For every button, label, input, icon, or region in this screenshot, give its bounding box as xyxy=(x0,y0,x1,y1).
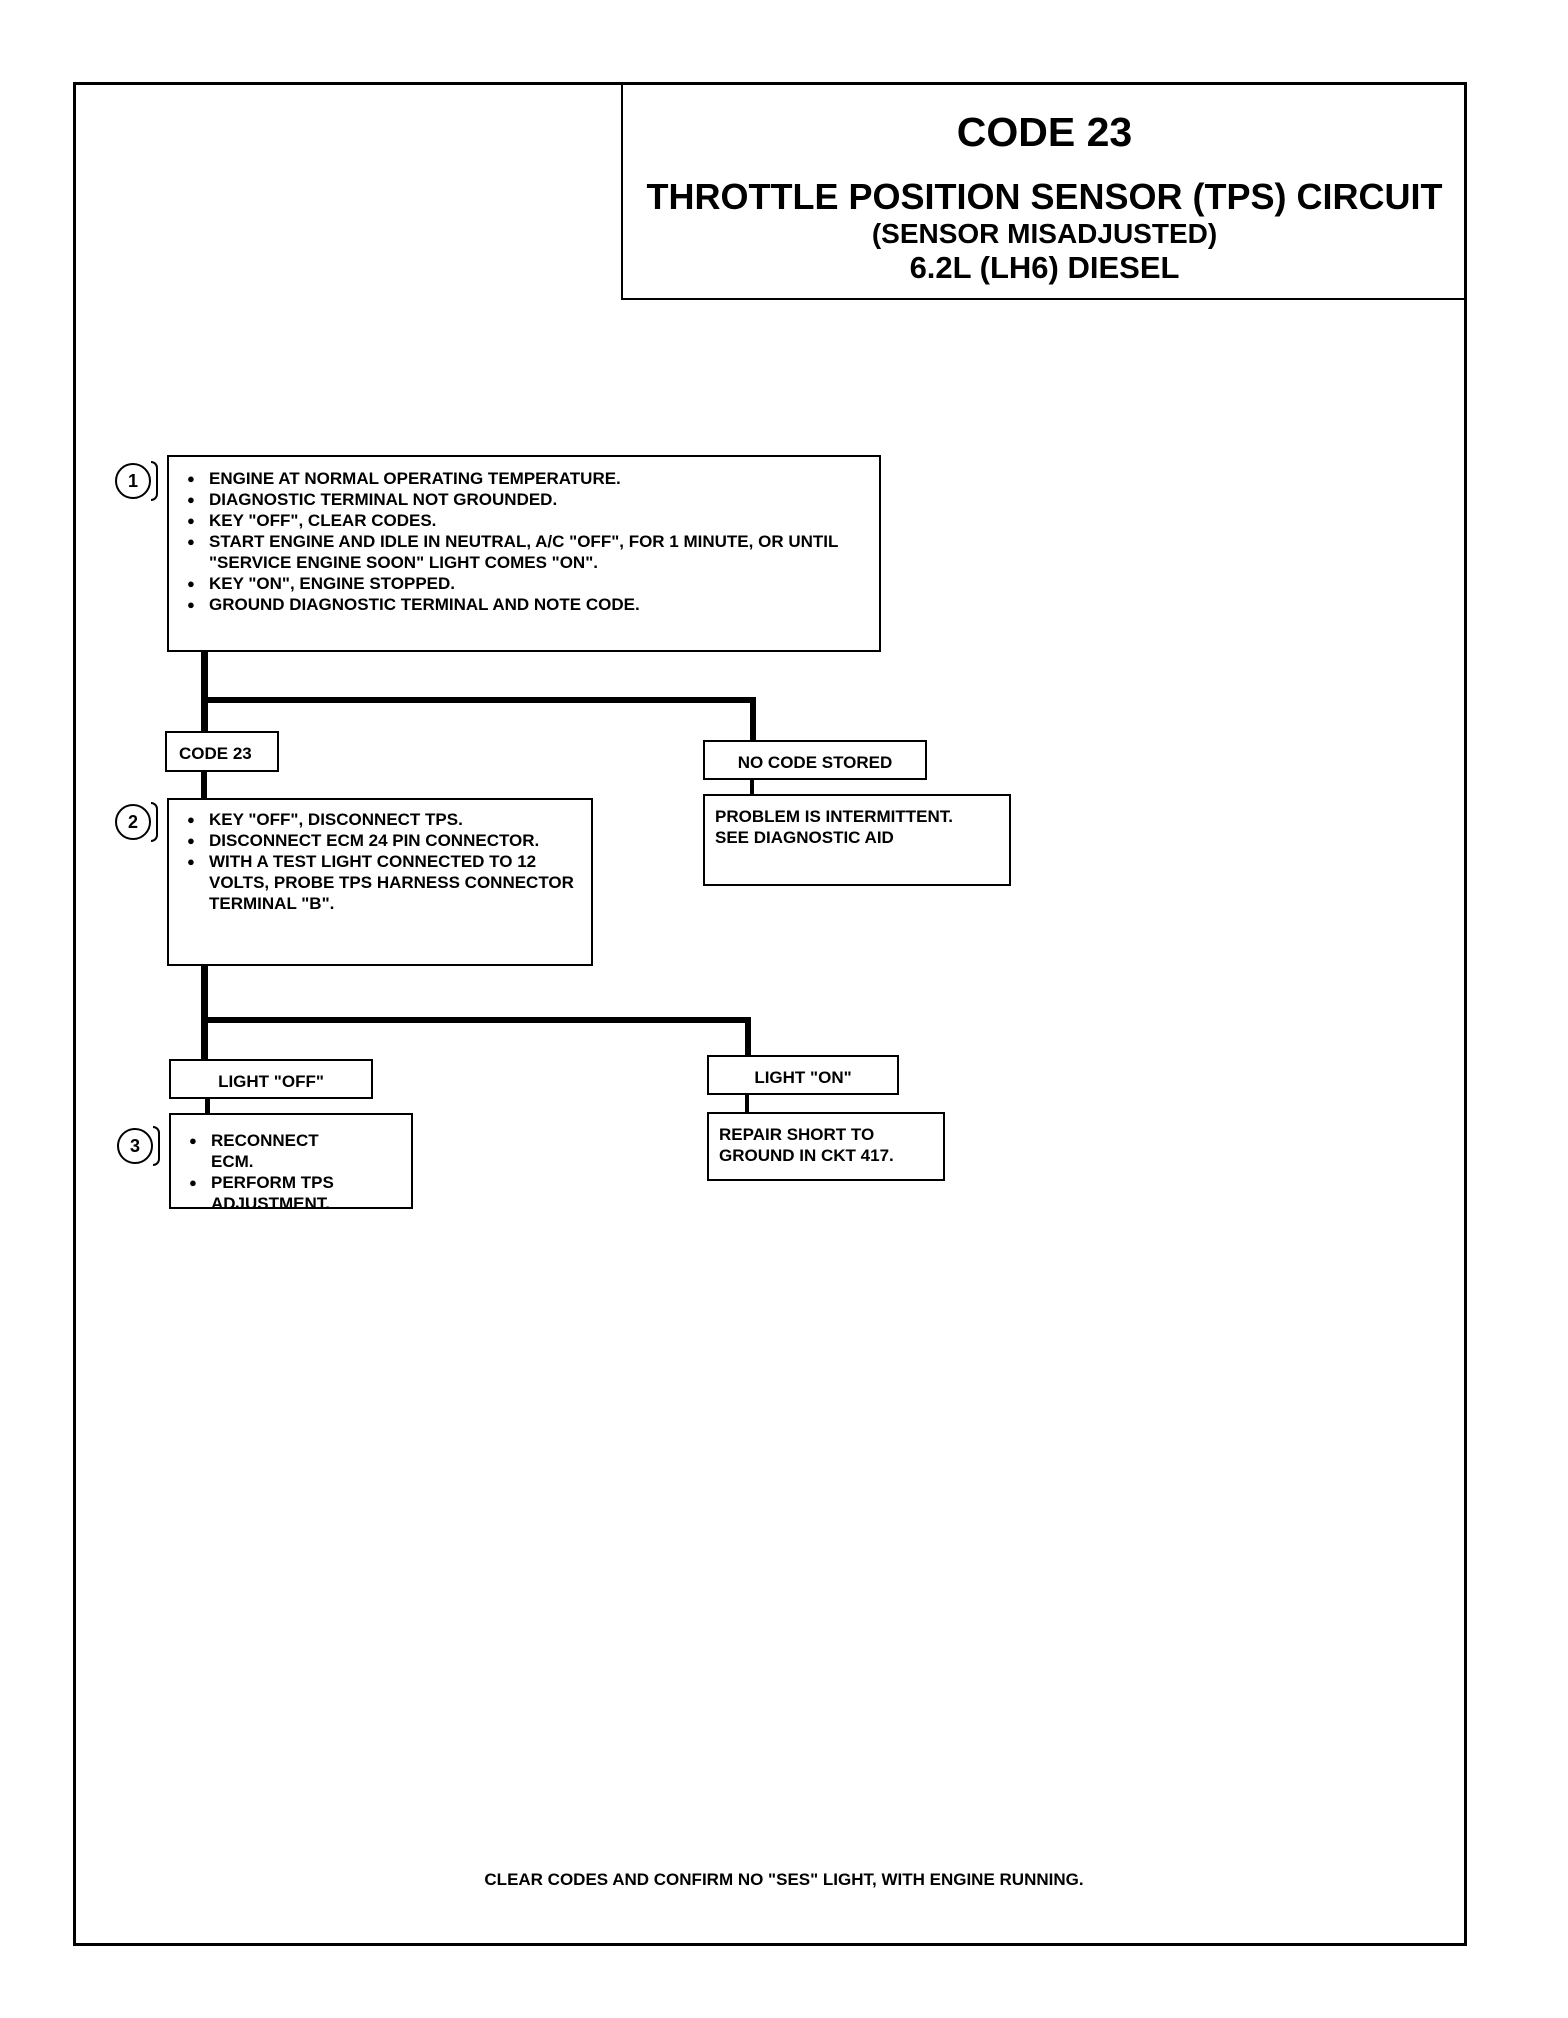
step-2-box: KEY "OFF", DISCONNECT TPS. DISCONNECT EC… xyxy=(167,798,593,966)
title-box: CODE 23 THROTTLE POSITION SENSOR (TPS) C… xyxy=(621,83,1466,300)
title-code: CODE 23 xyxy=(956,109,1133,155)
branch-light-on: LIGHT "ON" xyxy=(707,1055,899,1095)
step-1-item: KEY "OFF", CLEAR CODES. xyxy=(179,510,869,531)
connector-line xyxy=(201,697,756,703)
title-circuit: THROTTLE POSITION SENSOR (TPS) CIRCUIT xyxy=(646,176,1443,217)
footer-note: CLEAR CODES AND CONFIRM NO "SES" LIGHT, … xyxy=(484,1870,1084,1889)
step-1-item: GROUND DIAGNOSTIC TERMINAL AND NOTE CODE… xyxy=(179,594,869,615)
intermittent-box: PROBLEM IS INTERMITTENT. SEE DIAGNOSTIC … xyxy=(703,794,1011,886)
connector-line xyxy=(750,778,754,794)
step-2-item: KEY "OFF", DISCONNECT TPS. xyxy=(179,809,577,830)
step-3-item: PERFORM TPS ADJUSTMENT. xyxy=(181,1172,361,1214)
step-number-2: 2 xyxy=(115,804,151,840)
branch-code-23: CODE 23 xyxy=(165,731,279,772)
connector-line xyxy=(201,770,207,800)
connector-line xyxy=(201,652,208,738)
step-2-item: DISCONNECT ECM 24 PIN CONNECTOR. xyxy=(179,830,577,851)
step-bracket xyxy=(151,802,158,842)
step-number-1: 1 xyxy=(115,463,151,499)
connector-line xyxy=(205,1097,210,1113)
page-frame xyxy=(73,82,1467,1946)
title-engine: 6.2L (LH6) DIESEL xyxy=(909,250,1180,285)
title-condition: (SENSOR MISADJUSTED) xyxy=(871,218,1218,249)
branch-no-code-stored: NO CODE STORED xyxy=(703,740,927,780)
connector-line xyxy=(750,697,756,741)
connector-line xyxy=(201,966,208,1060)
step-2-item: WITH A TEST LIGHT CONNECTED TO 12 VOLTS,… xyxy=(179,851,577,914)
step-1-item: ENGINE AT NORMAL OPERATING TEMPERATURE. xyxy=(179,468,869,489)
step-1-item: DIAGNOSTIC TERMINAL NOT GROUNDED. xyxy=(179,489,869,510)
step-bracket xyxy=(153,1126,160,1166)
step-1-box: ENGINE AT NORMAL OPERATING TEMPERATURE. … xyxy=(167,455,881,652)
connector-line xyxy=(201,1017,751,1023)
step-3-box: RECONNECT ECM. PERFORM TPS ADJUSTMENT. xyxy=(169,1113,413,1213)
branch-light-off: LIGHT "OFF" xyxy=(169,1059,373,1099)
step-bracket xyxy=(151,461,158,501)
connector-line xyxy=(745,1017,751,1057)
repair-box: REPAIR SHORT TO GROUND IN CKT 417. xyxy=(707,1112,945,1181)
step-number-3: 3 xyxy=(117,1128,153,1164)
step-3-item: RECONNECT ECM. xyxy=(181,1130,361,1172)
step-1-item: KEY "ON", ENGINE STOPPED. xyxy=(179,573,869,594)
step-1-item: START ENGINE AND IDLE IN NEUTRAL, A/C "O… xyxy=(179,531,869,573)
connector-line xyxy=(745,1093,749,1113)
